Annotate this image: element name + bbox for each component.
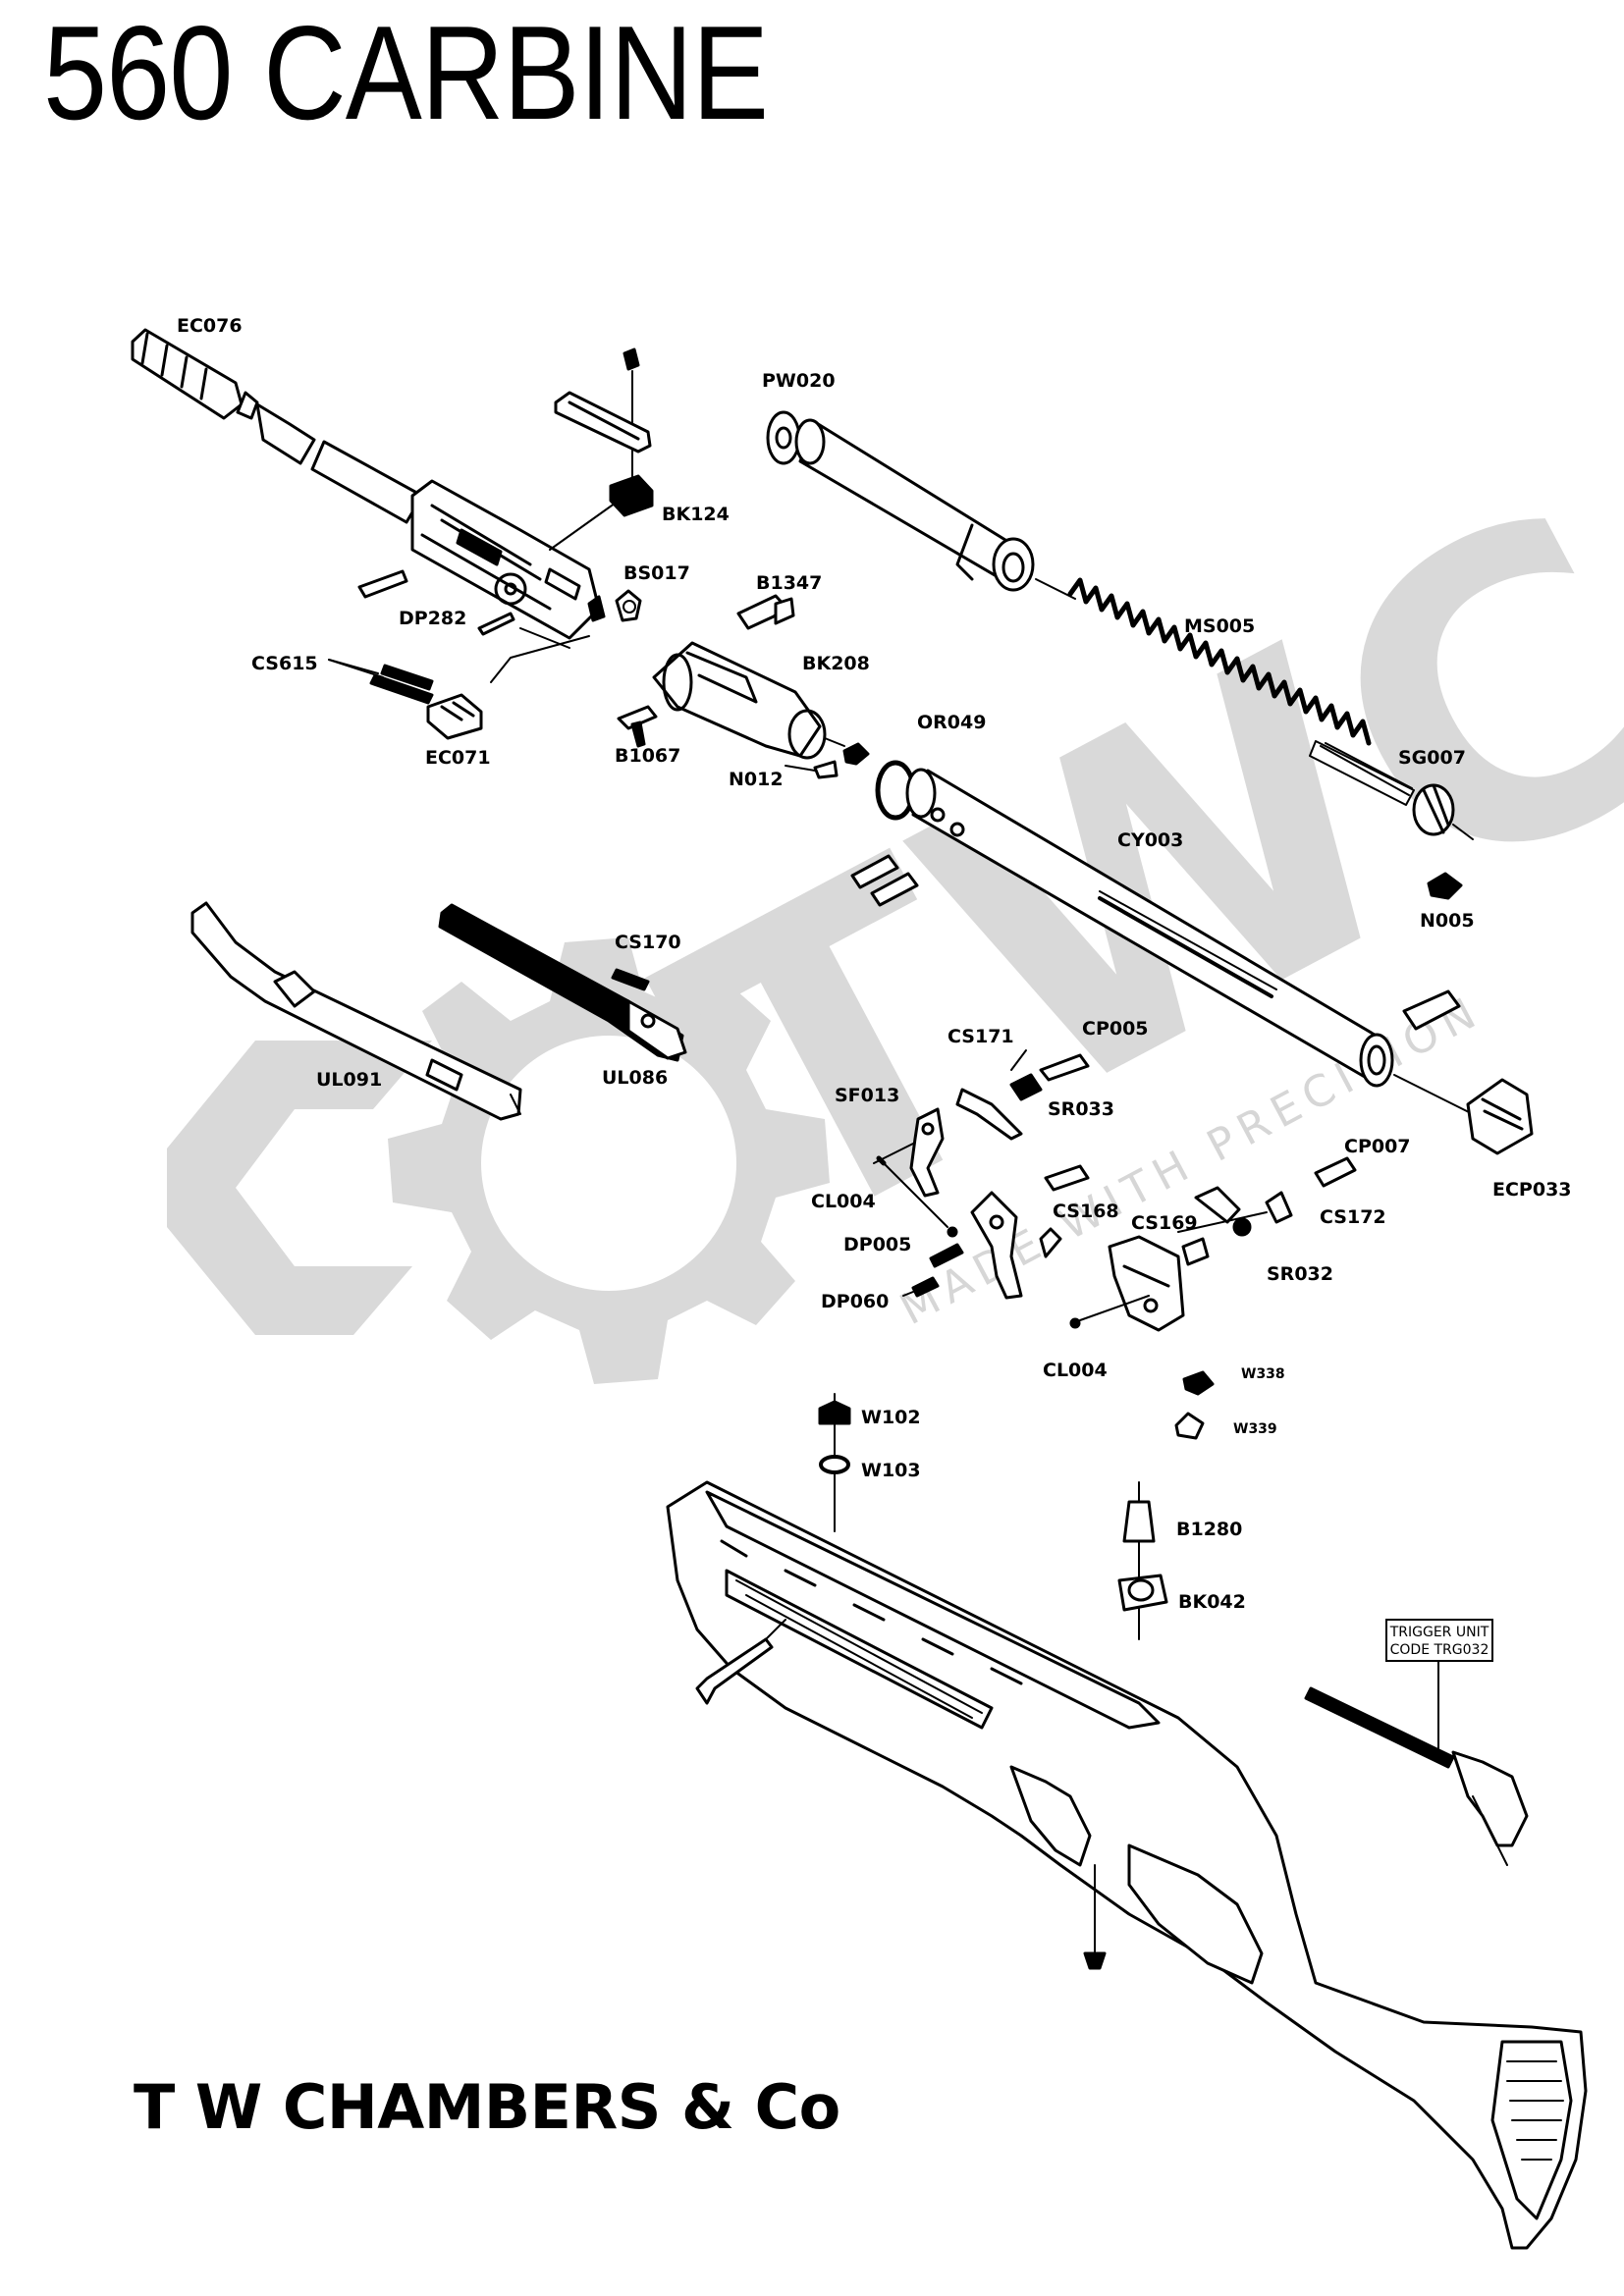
label-bk124: BK124: [662, 504, 730, 525]
label-w339: W339: [1233, 1421, 1277, 1437]
page-title: 560 CARBINE: [43, 0, 769, 147]
label-ul086: UL086: [602, 1067, 668, 1089]
w338-part: [1182, 1370, 1215, 1396]
piston-part: [794, 418, 1076, 600]
label-cs171: CS171: [947, 1026, 1014, 1047]
muzzle-brake-part: [131, 328, 424, 524]
label-dp005: DP005: [843, 1234, 911, 1255]
label-bk208: BK208: [802, 653, 870, 674]
pw020-part: [766, 410, 801, 465]
washers-part: [818, 1393, 851, 1532]
n012-part: [785, 742, 870, 779]
label-cs615: CS615: [251, 653, 318, 674]
b1280-bk042-part: [1117, 1481, 1168, 1640]
label-w102: W102: [861, 1407, 921, 1428]
label-cs172: CS172: [1320, 1206, 1386, 1228]
label-sf013: SF013: [835, 1085, 899, 1106]
sg007-spring-guide-part: [1309, 740, 1474, 840]
ms005-mainspring-part: [1067, 577, 1372, 746]
bk208-part: [652, 641, 845, 760]
dp-pins-part: [902, 1243, 964, 1298]
trigger-unit-line1: TRIGGER UNIT: [1389, 1625, 1489, 1640]
label-w103: W103: [861, 1460, 921, 1481]
label-pw020: PW020: [762, 370, 836, 392]
label-cp007: CP007: [1344, 1136, 1411, 1157]
label-bk042: BK042: [1178, 1591, 1246, 1613]
trigger-blade-part: [970, 1164, 1090, 1300]
label-or049: OR049: [917, 712, 986, 733]
w339-part: [1174, 1412, 1205, 1440]
stock-part: [666, 1480, 1588, 2250]
cy003-cylinder-part: [905, 768, 1474, 1115]
label-ul091: UL091: [316, 1069, 382, 1091]
n005-part: [1427, 872, 1463, 900]
label-sr033: SR033: [1048, 1098, 1114, 1120]
label-cl004-upper: CL004: [811, 1191, 876, 1212]
label-sg007: SG007: [1398, 747, 1466, 769]
ecp033-end-cap-part: [1466, 1078, 1534, 1155]
cylinder-pins-part: [850, 854, 919, 907]
bs017-part: [615, 589, 642, 622]
label-n005: N005: [1420, 910, 1475, 932]
label-dp060: DP060: [821, 1291, 889, 1312]
trigger-parts-lower: [1069, 1156, 1357, 1332]
stock-screws-part: [695, 1619, 1107, 1970]
label-cp005: CP005: [1082, 1018, 1149, 1040]
pin-part: [357, 569, 408, 599]
trigger-unit-line2: CODE TRG032: [1390, 1642, 1489, 1658]
cs170-part: [611, 968, 650, 991]
cylinder-end-pin-part: [1402, 989, 1461, 1031]
label-cs170: CS170: [615, 932, 681, 953]
label-b1347: B1347: [756, 572, 822, 594]
cs615-springs-part: [328, 659, 434, 705]
label-cl004-lower: CL004: [1043, 1360, 1108, 1381]
label-dp282: DP282: [399, 608, 466, 629]
trigger-unit-assembly: [1304, 1653, 1529, 1866]
bk124-part: [554, 347, 654, 517]
label-b1280: B1280: [1176, 1519, 1242, 1540]
ul091-part: [190, 901, 522, 1121]
label-cs168: CS168: [1053, 1201, 1119, 1222]
label-ecp033: ECP033: [1492, 1179, 1572, 1201]
label-ec076: EC076: [177, 315, 243, 337]
label-b1067: B1067: [615, 745, 680, 767]
label-w338: W338: [1241, 1366, 1285, 1382]
trigger-parts-upper: [873, 1049, 1090, 1238]
label-sr032: SR032: [1267, 1263, 1333, 1285]
part-labels: EC076 BK124 BS017 DP282 CS615 EC071 PW02…: [177, 315, 1572, 1613]
label-n012: N012: [729, 769, 784, 790]
ul086-part: [438, 903, 687, 1062]
breech-block-part: [410, 479, 606, 640]
parts-drawing: [131, 328, 1588, 2250]
label-cy003: CY003: [1117, 829, 1183, 851]
label-cs169: CS169: [1131, 1212, 1198, 1234]
label-bs017: BS017: [623, 562, 690, 584]
b1067-part: [617, 705, 658, 730]
trigger-unit-box: TRIGGER UNIT CODE TRG032: [1385, 1619, 1493, 1662]
label-ms005: MS005: [1184, 615, 1255, 637]
label-ec071: EC071: [425, 747, 491, 769]
company-name: T W CHAMBERS & Co: [134, 2071, 840, 2143]
